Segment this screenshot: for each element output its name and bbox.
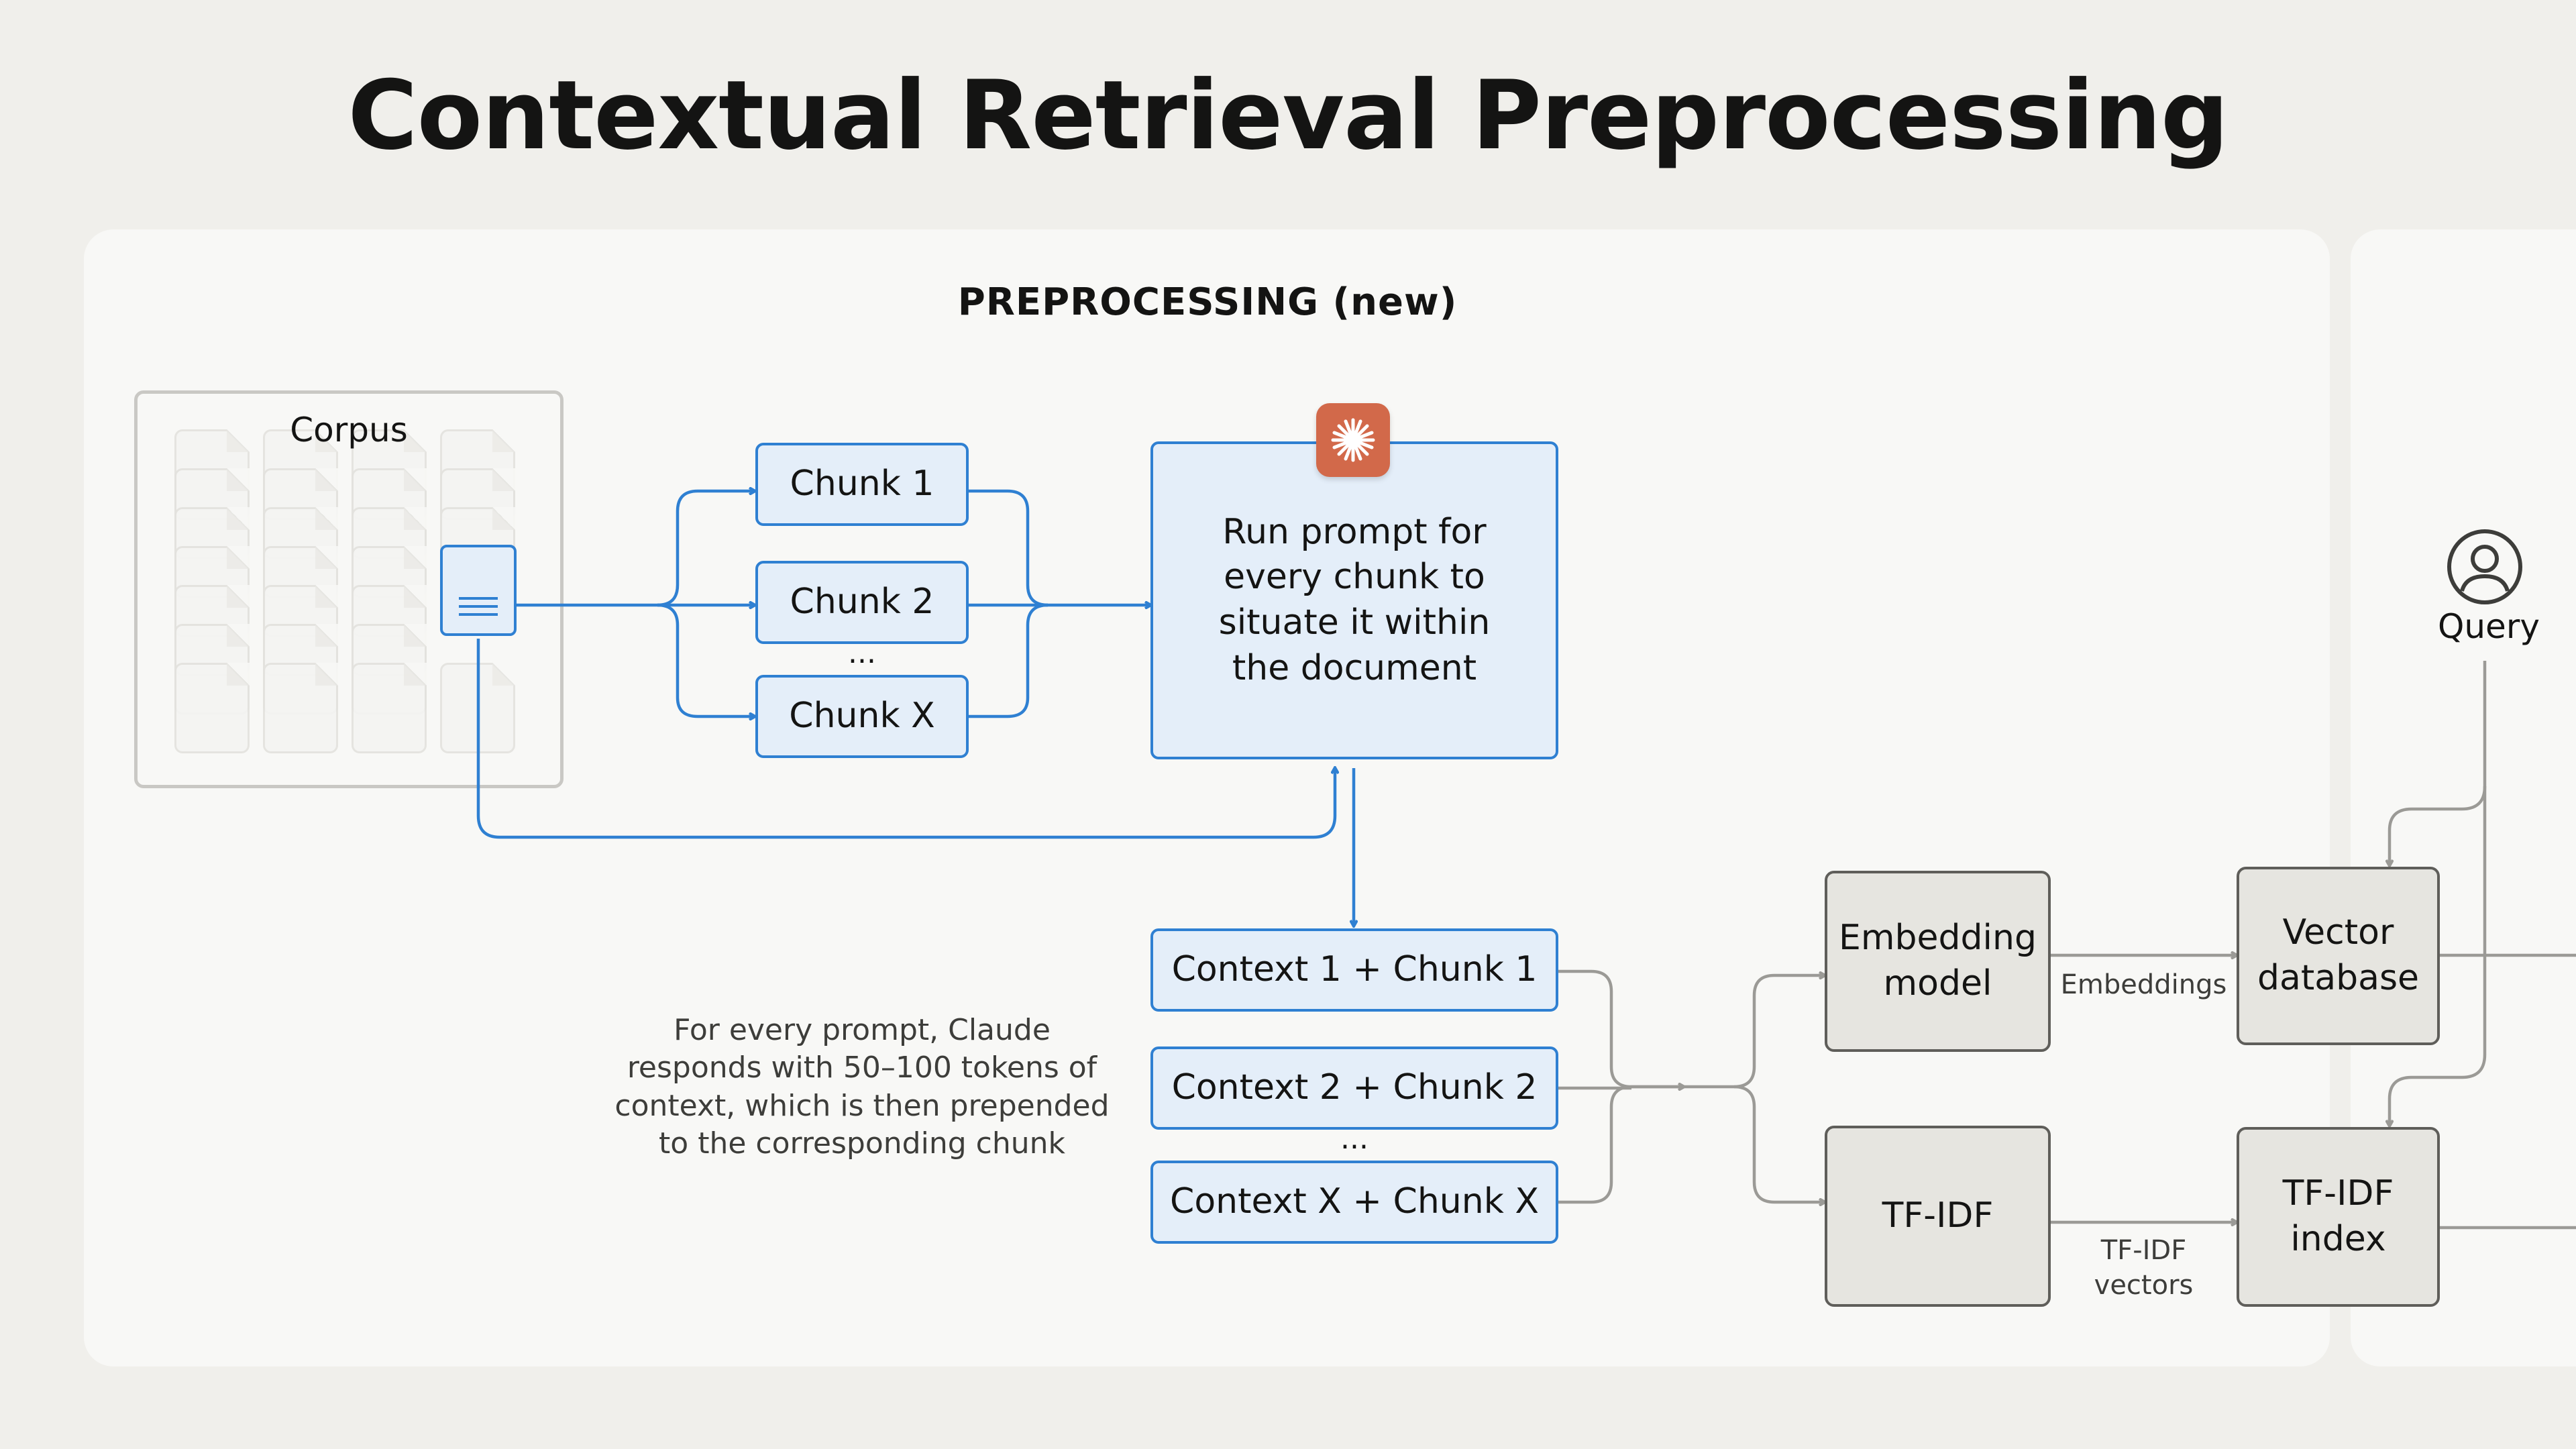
tfidf-vectors-line-2: vectors — [2094, 1270, 2194, 1301]
context-x-box: Context X + Chunk X — [1150, 1161, 1558, 1244]
prompt-line-3: situate it within — [1218, 602, 1491, 643]
note-text: For every prompt, Claude responds with 5… — [597, 1012, 1127, 1163]
chunk-x-box: Chunk X — [755, 675, 969, 758]
embedding-model-line-2: model — [1883, 963, 1992, 1004]
context-2-box: Context 2 + Chunk 2 — [1150, 1046, 1558, 1130]
vector-database-box: Vector database — [2237, 867, 2440, 1045]
corpus-page — [263, 663, 338, 753]
note-line-1: For every prompt, Claude — [674, 1013, 1051, 1047]
tfidf-box: TF-IDF — [1825, 1126, 2051, 1307]
claude-sparkle-icon — [1316, 403, 1390, 477]
prompt-line-1: Run prompt for — [1222, 511, 1487, 552]
chunk-2-box: Chunk 2 — [755, 561, 969, 644]
query-label: Query — [2438, 607, 2540, 646]
corpus-label: Corpus — [290, 411, 408, 449]
tfidf-index-box: TF-IDF index — [2237, 1127, 2440, 1307]
prompt-box: Run prompt for every chunk to situate it… — [1150, 441, 1558, 759]
corpus-page — [352, 663, 427, 753]
prompt-line-4: the document — [1232, 647, 1477, 688]
embeddings-edge-label: Embeddings — [2060, 969, 2227, 1000]
corpus-page — [174, 663, 250, 753]
vector-database-line-2: database — [2257, 958, 2420, 998]
corpus-container — [134, 390, 564, 788]
context-1-box: Context 1 + Chunk 1 — [1150, 928, 1558, 1012]
prompt-line-2: every chunk to — [1224, 557, 1485, 598]
note-line-2: responds with 50–100 tokens of — [627, 1051, 1097, 1085]
embedding-model-line-1: Embedding — [1839, 918, 2037, 959]
tfidf-vectors-line-1: TF-IDF — [2100, 1235, 2187, 1266]
tfidf-vectors-edge-label: TF-IDF vectors — [2051, 1233, 2237, 1303]
user-icon — [2446, 528, 2524, 606]
contexts-ellipsis: ... — [1340, 1122, 1368, 1156]
document-icon — [440, 545, 517, 636]
section-title: PREPROCESSING (new) — [957, 280, 1458, 324]
note-line-4: to the corresponding chunk — [659, 1126, 1065, 1161]
tfidf-index-line-2: index — [2290, 1219, 2386, 1259]
chunk-1-box: Chunk 1 — [755, 443, 969, 526]
page-title: Contextual Retrieval Preprocessing — [347, 60, 2229, 171]
vector-database-line-1: Vector — [2282, 912, 2394, 953]
embedding-model-box: Embedding model — [1825, 871, 2051, 1052]
chunks-ellipsis: ... — [848, 636, 876, 670]
note-line-3: context, which is then prepended — [614, 1088, 1110, 1123]
tfidf-index-line-1: TF-IDF — [2282, 1173, 2394, 1214]
